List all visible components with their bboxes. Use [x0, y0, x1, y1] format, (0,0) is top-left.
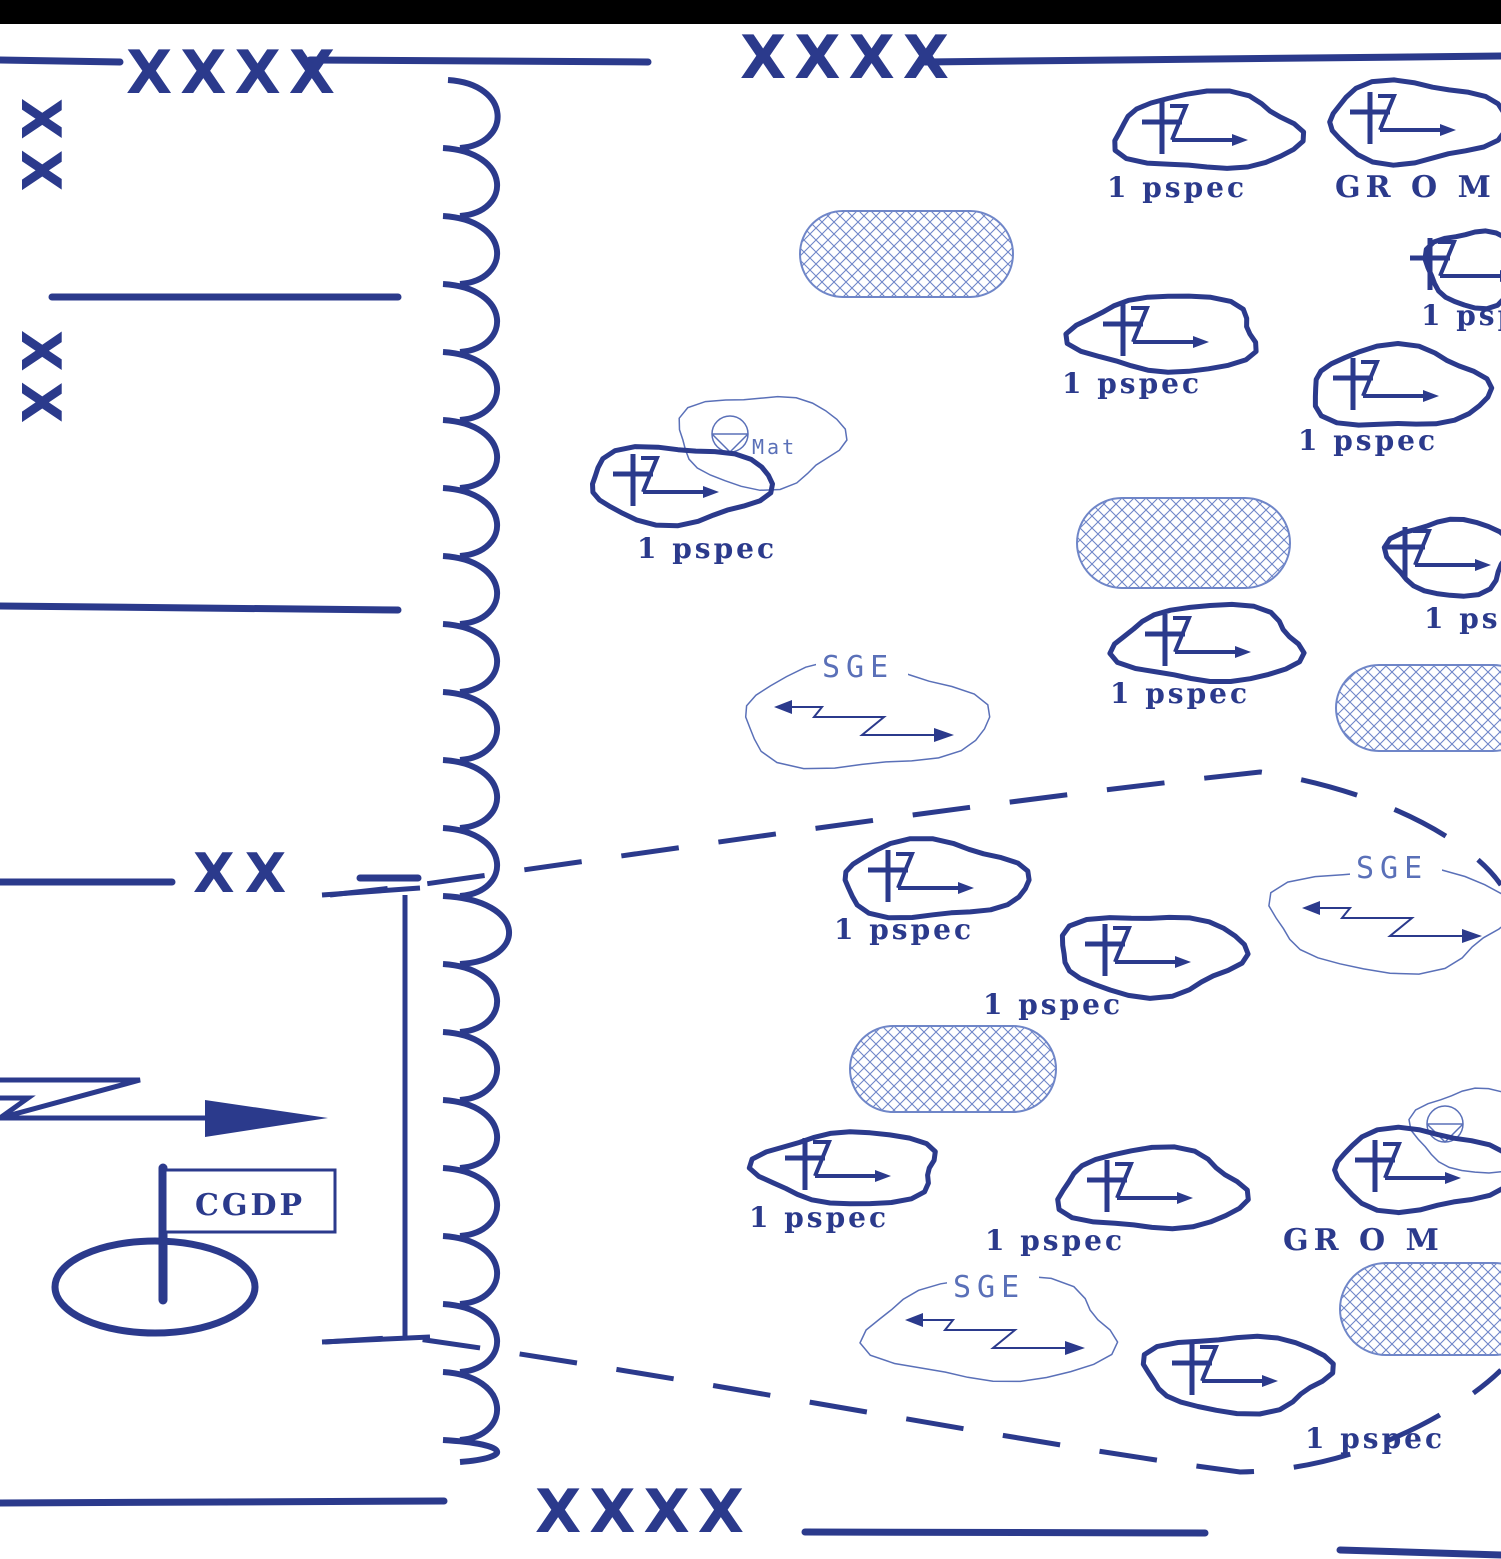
- mat-supply-points: Mat: [678, 395, 1501, 1174]
- unit-label: 1 pspec: [1110, 677, 1250, 710]
- fortified-line-icon: [442, 77, 513, 1465]
- special-forces-unit-icon: 1 pspec: [1107, 88, 1307, 204]
- special-forces-unit-icon: 1 pspec: [590, 444, 777, 565]
- special-forces-unit-icon: 1 pspec: [1298, 341, 1495, 457]
- boundary-label-left-edge-2: XX: [9, 330, 72, 433]
- obstacle-area-icon: [1076, 497, 1291, 589]
- unit-label: 1 pspec: [983, 988, 1123, 1021]
- boundary-label-mid: XX: [193, 842, 296, 905]
- special-forces-unit-icon: [1327, 77, 1501, 168]
- unit-label: 1 pspec: [834, 913, 974, 946]
- obstacle-area-icon: [799, 210, 1014, 298]
- unit-label: 1 pspec: [637, 532, 777, 565]
- special-forces-units: 1 pspec 1 pspec 1 pspec 1 pspec 1 pspec 1 psp…: [590, 77, 1501, 1455]
- special-forces-unit-icon: 1 pspec: [1381, 516, 1501, 635]
- unit-label: 1 pspec: [1305, 1422, 1445, 1455]
- special-forces-unit-icon: 1 pspec: [1410, 228, 1501, 332]
- sector-boundary-dashed-lower: [324, 1334, 1501, 1475]
- boundary-label-top-right: XXXX: [740, 23, 957, 93]
- sge-label: SGE: [822, 650, 894, 685]
- obstacle-areas: [799, 210, 1501, 1356]
- sge-label: SGE: [1356, 851, 1428, 886]
- boundary-label-left-edge-1: XX: [9, 98, 72, 201]
- sector-boundary-dashed: [329, 769, 1501, 898]
- special-forces-unit-icon: 1 pspec: [1107, 601, 1307, 710]
- special-forces-unit-icon: [1332, 1124, 1501, 1216]
- sge-groups: SGE SGE SGE: [744, 647, 1501, 1383]
- unit-label: 1 pspec: [1107, 171, 1247, 204]
- special-forces-unit-icon: 1 pspec: [983, 914, 1251, 1021]
- sge-group-icon: SGE: [744, 647, 991, 770]
- command-post-flag-icon: CGDP: [51, 1163, 337, 1337]
- special-forces-unit-icon: 1 pspec: [1140, 1333, 1445, 1455]
- special-forces-unit-icon: 1 pspec: [834, 836, 1032, 946]
- obstacle-area-icon: [1335, 664, 1501, 752]
- unit-label: 1 pspec: [1298, 424, 1438, 457]
- top-border: [0, 0, 1501, 24]
- grom-label-top: GR O M: [1335, 170, 1496, 205]
- unit-label: 1 pspec: [1424, 602, 1501, 635]
- command-bracket: [321, 885, 431, 1345]
- grom-label-bottom: GR O M: [1283, 1223, 1444, 1258]
- unit-label: 1 pspec: [1062, 367, 1202, 400]
- unit-label: 1 pspec: [985, 1224, 1125, 1257]
- special-forces-unit-icon: 1 pspec: [985, 1144, 1251, 1257]
- special-forces-unit-icon: 1 pspec: [1062, 293, 1259, 400]
- boundary-label-bottom: XXXX: [535, 1477, 752, 1547]
- special-forces-unit-icon: 1 pspec: [746, 1129, 938, 1234]
- obstacle-area-icon: [849, 1025, 1057, 1113]
- unit-label: 1 pspec: [1421, 299, 1501, 332]
- command-post-label: CGDP: [195, 1188, 305, 1223]
- airborne-arrow-icon: [0, 1077, 328, 1137]
- obstacle-area-icon: [1339, 1262, 1501, 1356]
- boundary-lines: [0, 52, 1501, 1559]
- sge-label: SGE: [953, 1270, 1025, 1305]
- boundary-label-top-left: XXXX: [126, 38, 343, 108]
- mat-label: Mat: [752, 435, 797, 459]
- sge-group-icon: SGE: [859, 1267, 1119, 1383]
- sge-group-icon: SGE: [1268, 848, 1501, 975]
- mat-supply-icon: Mat: [678, 395, 848, 492]
- unit-label: 1 pspec: [749, 1201, 889, 1234]
